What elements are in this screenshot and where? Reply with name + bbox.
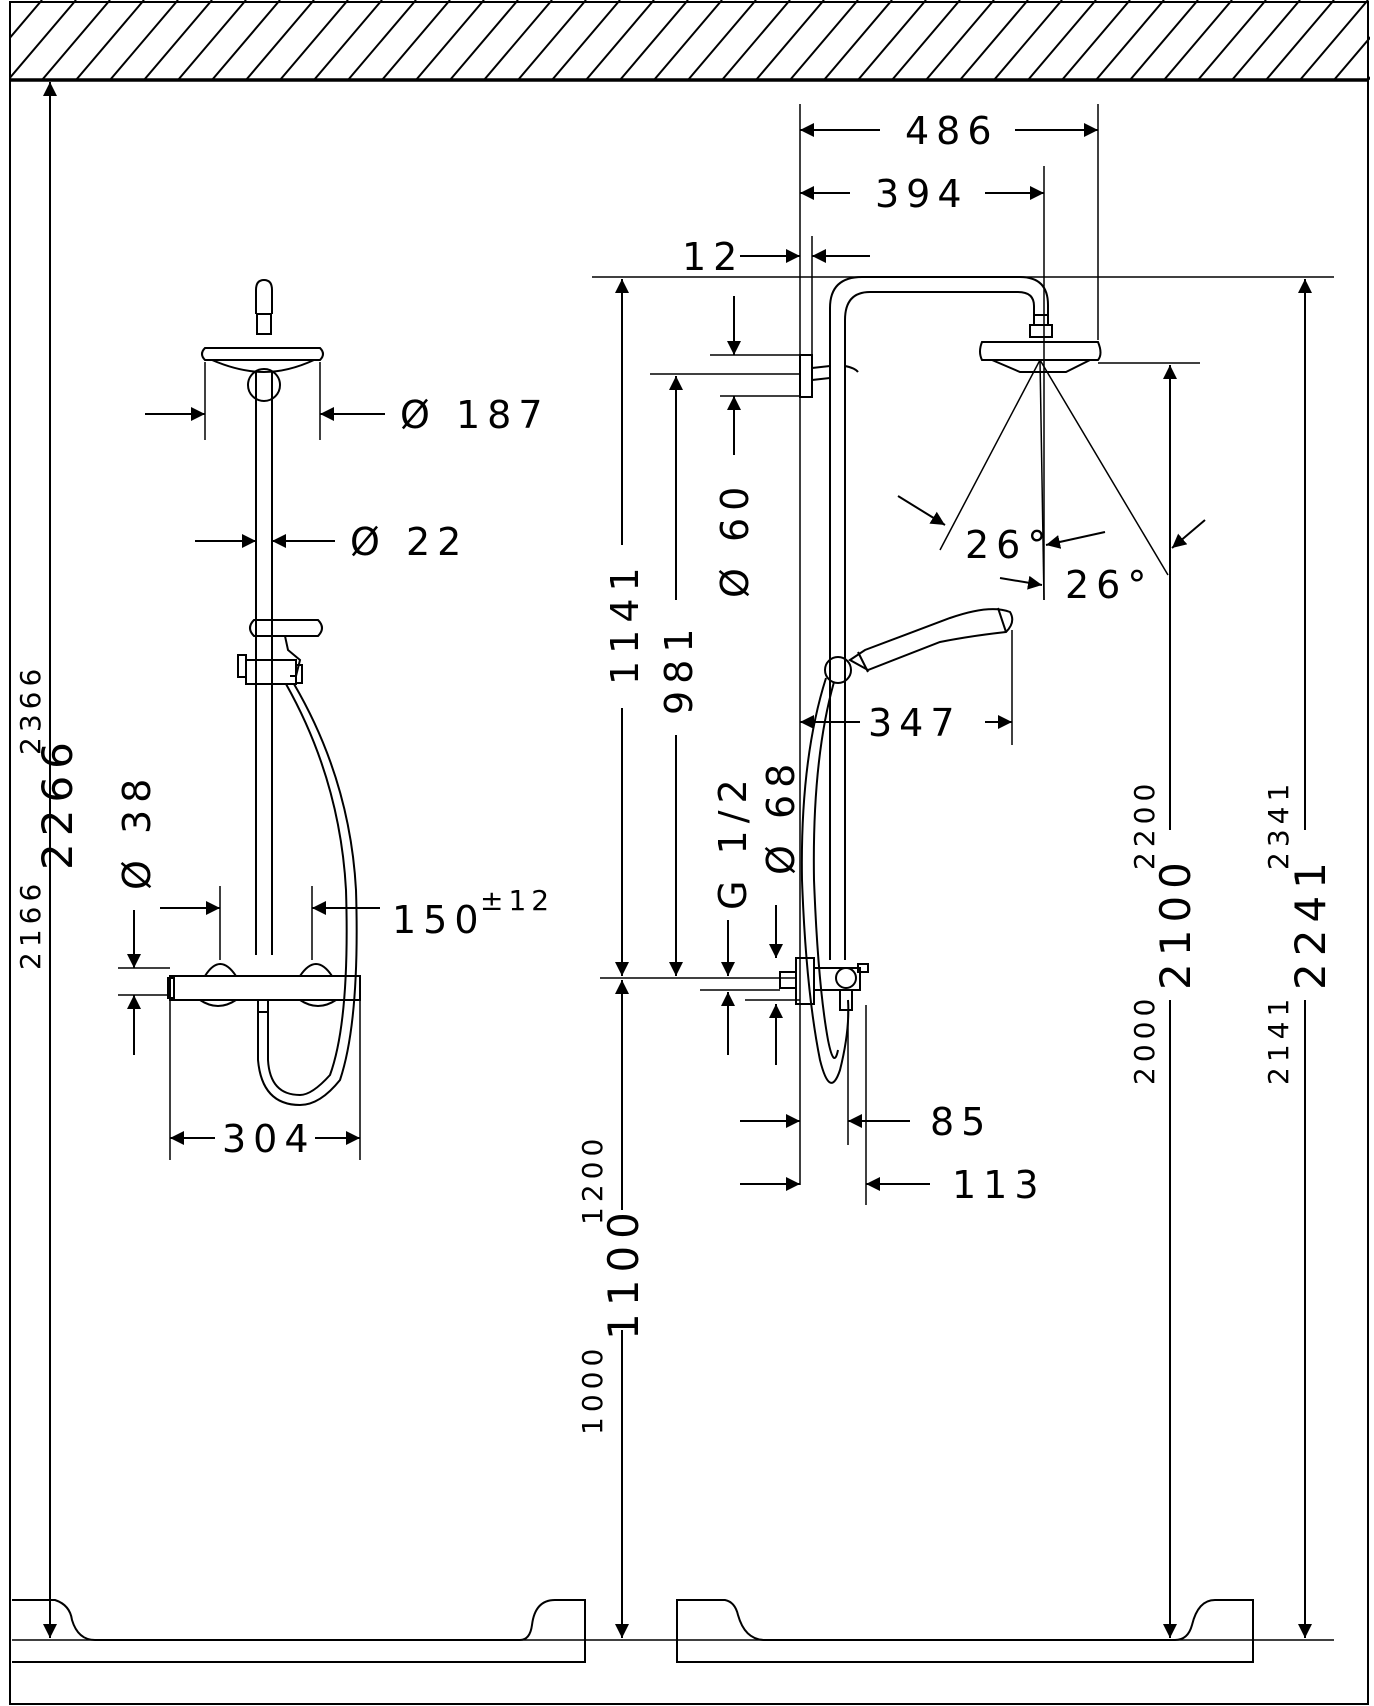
hatch-line (415, 0, 485, 80)
hatch-line (619, 0, 689, 80)
hatch-line (381, 0, 451, 80)
hatch-line (823, 0, 893, 80)
hatch-line (10, 0, 43, 40)
side-view (779, 276, 1102, 1084)
shower-tray-left (12, 1599, 586, 1663)
hose-front (257, 683, 358, 1107)
riser-with-arm (829, 276, 1049, 960)
hatch-line (551, 0, 621, 80)
overhead-shower-front (201, 347, 324, 361)
hatch-line (211, 0, 281, 80)
dim-angle-26-inner: 26° (965, 523, 1053, 567)
dim-2341: 2341 (1262, 779, 1295, 870)
dim-d60: Ø 60 (713, 480, 757, 598)
dim-2200: 2200 (1128, 779, 1161, 870)
dim-85: 85 (930, 1100, 992, 1144)
front-view (167, 278, 361, 1107)
shower-tray-right (676, 1599, 1254, 1663)
hand-shower-side (848, 608, 1014, 672)
dim-angle-26-outer: 26° (1065, 563, 1153, 607)
dim-1141: 1141 (603, 560, 647, 685)
hatch-line (41, 0, 111, 80)
dim-304: 304 (222, 1117, 316, 1161)
dim-2166: 2166 (14, 879, 47, 970)
hatch-line (177, 0, 247, 80)
hatch-line (1197, 0, 1267, 80)
hatch-line (1231, 0, 1301, 80)
side-view-dimensions: 486 394 12 Ø 60 1141 981 G 1/2 (576, 104, 1335, 1638)
dim-12: 12 (682, 235, 744, 279)
hatch-line (1333, 36, 1370, 80)
dim-1100: 1100 (599, 1205, 648, 1340)
hatch-line (687, 0, 757, 80)
hatch-line (653, 0, 723, 80)
dim-2141: 2141 (1262, 994, 1295, 1085)
dim-2100: 2100 (1151, 855, 1200, 990)
hand-shower-holder (824, 656, 852, 684)
dim-d22: Ø 22 (350, 520, 468, 564)
dim-1200: 1200 (576, 1134, 609, 1225)
dim-d187: Ø 187 (400, 393, 550, 437)
hatch-line (789, 0, 859, 80)
overhead-shower-side (979, 341, 1102, 361)
hatch-line (1163, 0, 1233, 80)
hatch-line (279, 0, 349, 80)
hatch-line (857, 0, 927, 80)
page-border (9, 1, 1369, 1705)
hatch-line (143, 0, 213, 80)
hatch-line (1129, 0, 1199, 80)
dim-394: 394 (875, 172, 969, 216)
dim-486: 486 (905, 109, 999, 153)
dim-113: 113 (952, 1163, 1046, 1207)
hatch-line (10, 0, 77, 80)
hatch-line (585, 0, 655, 80)
hatch-line (313, 0, 383, 80)
dim-981: 981 (657, 621, 701, 715)
dim-2366: 2366 (14, 664, 47, 755)
dim-g12: G 1/2 (711, 772, 755, 910)
dim-2241: 2241 (1286, 855, 1335, 990)
dim-150: 150 (392, 898, 486, 942)
hatch-line (109, 0, 179, 80)
ceiling-hatch (0, 0, 1370, 80)
hatch-line (1265, 0, 1335, 80)
dim-150-tolerance: ±12 (480, 884, 554, 917)
hatch-line (1061, 0, 1131, 80)
hatch-line (891, 0, 961, 80)
hatch-line (517, 0, 587, 80)
dim-d38: Ø 38 (115, 772, 159, 890)
thermostat-mixer-front (169, 975, 361, 1001)
hatch-line (721, 0, 791, 80)
front-view-dimensions: Ø 187 Ø 22 Ø 38 150 ±12 304 2266 2366 21… (14, 82, 554, 1638)
hatch-line (245, 0, 315, 80)
hatch-line (755, 0, 825, 80)
hatch-line (959, 0, 1029, 80)
hatch-line (0, 0, 8, 80)
hatch-line (75, 0, 145, 80)
hatch-line (483, 0, 553, 80)
hatch-line (1027, 0, 1097, 80)
hatch-line (347, 0, 417, 80)
hatch-line (925, 0, 995, 80)
dim-2000: 2000 (1128, 994, 1161, 1085)
dim-1000: 1000 (576, 1344, 609, 1435)
hatch-line (1095, 0, 1165, 80)
hatch-line (1299, 0, 1369, 80)
dim-2266: 2266 (33, 735, 82, 870)
hatch-line (449, 0, 519, 80)
dim-347: 347 (868, 701, 962, 745)
dim-d68: Ø 68 (759, 757, 803, 875)
hatch-line (993, 0, 1063, 80)
